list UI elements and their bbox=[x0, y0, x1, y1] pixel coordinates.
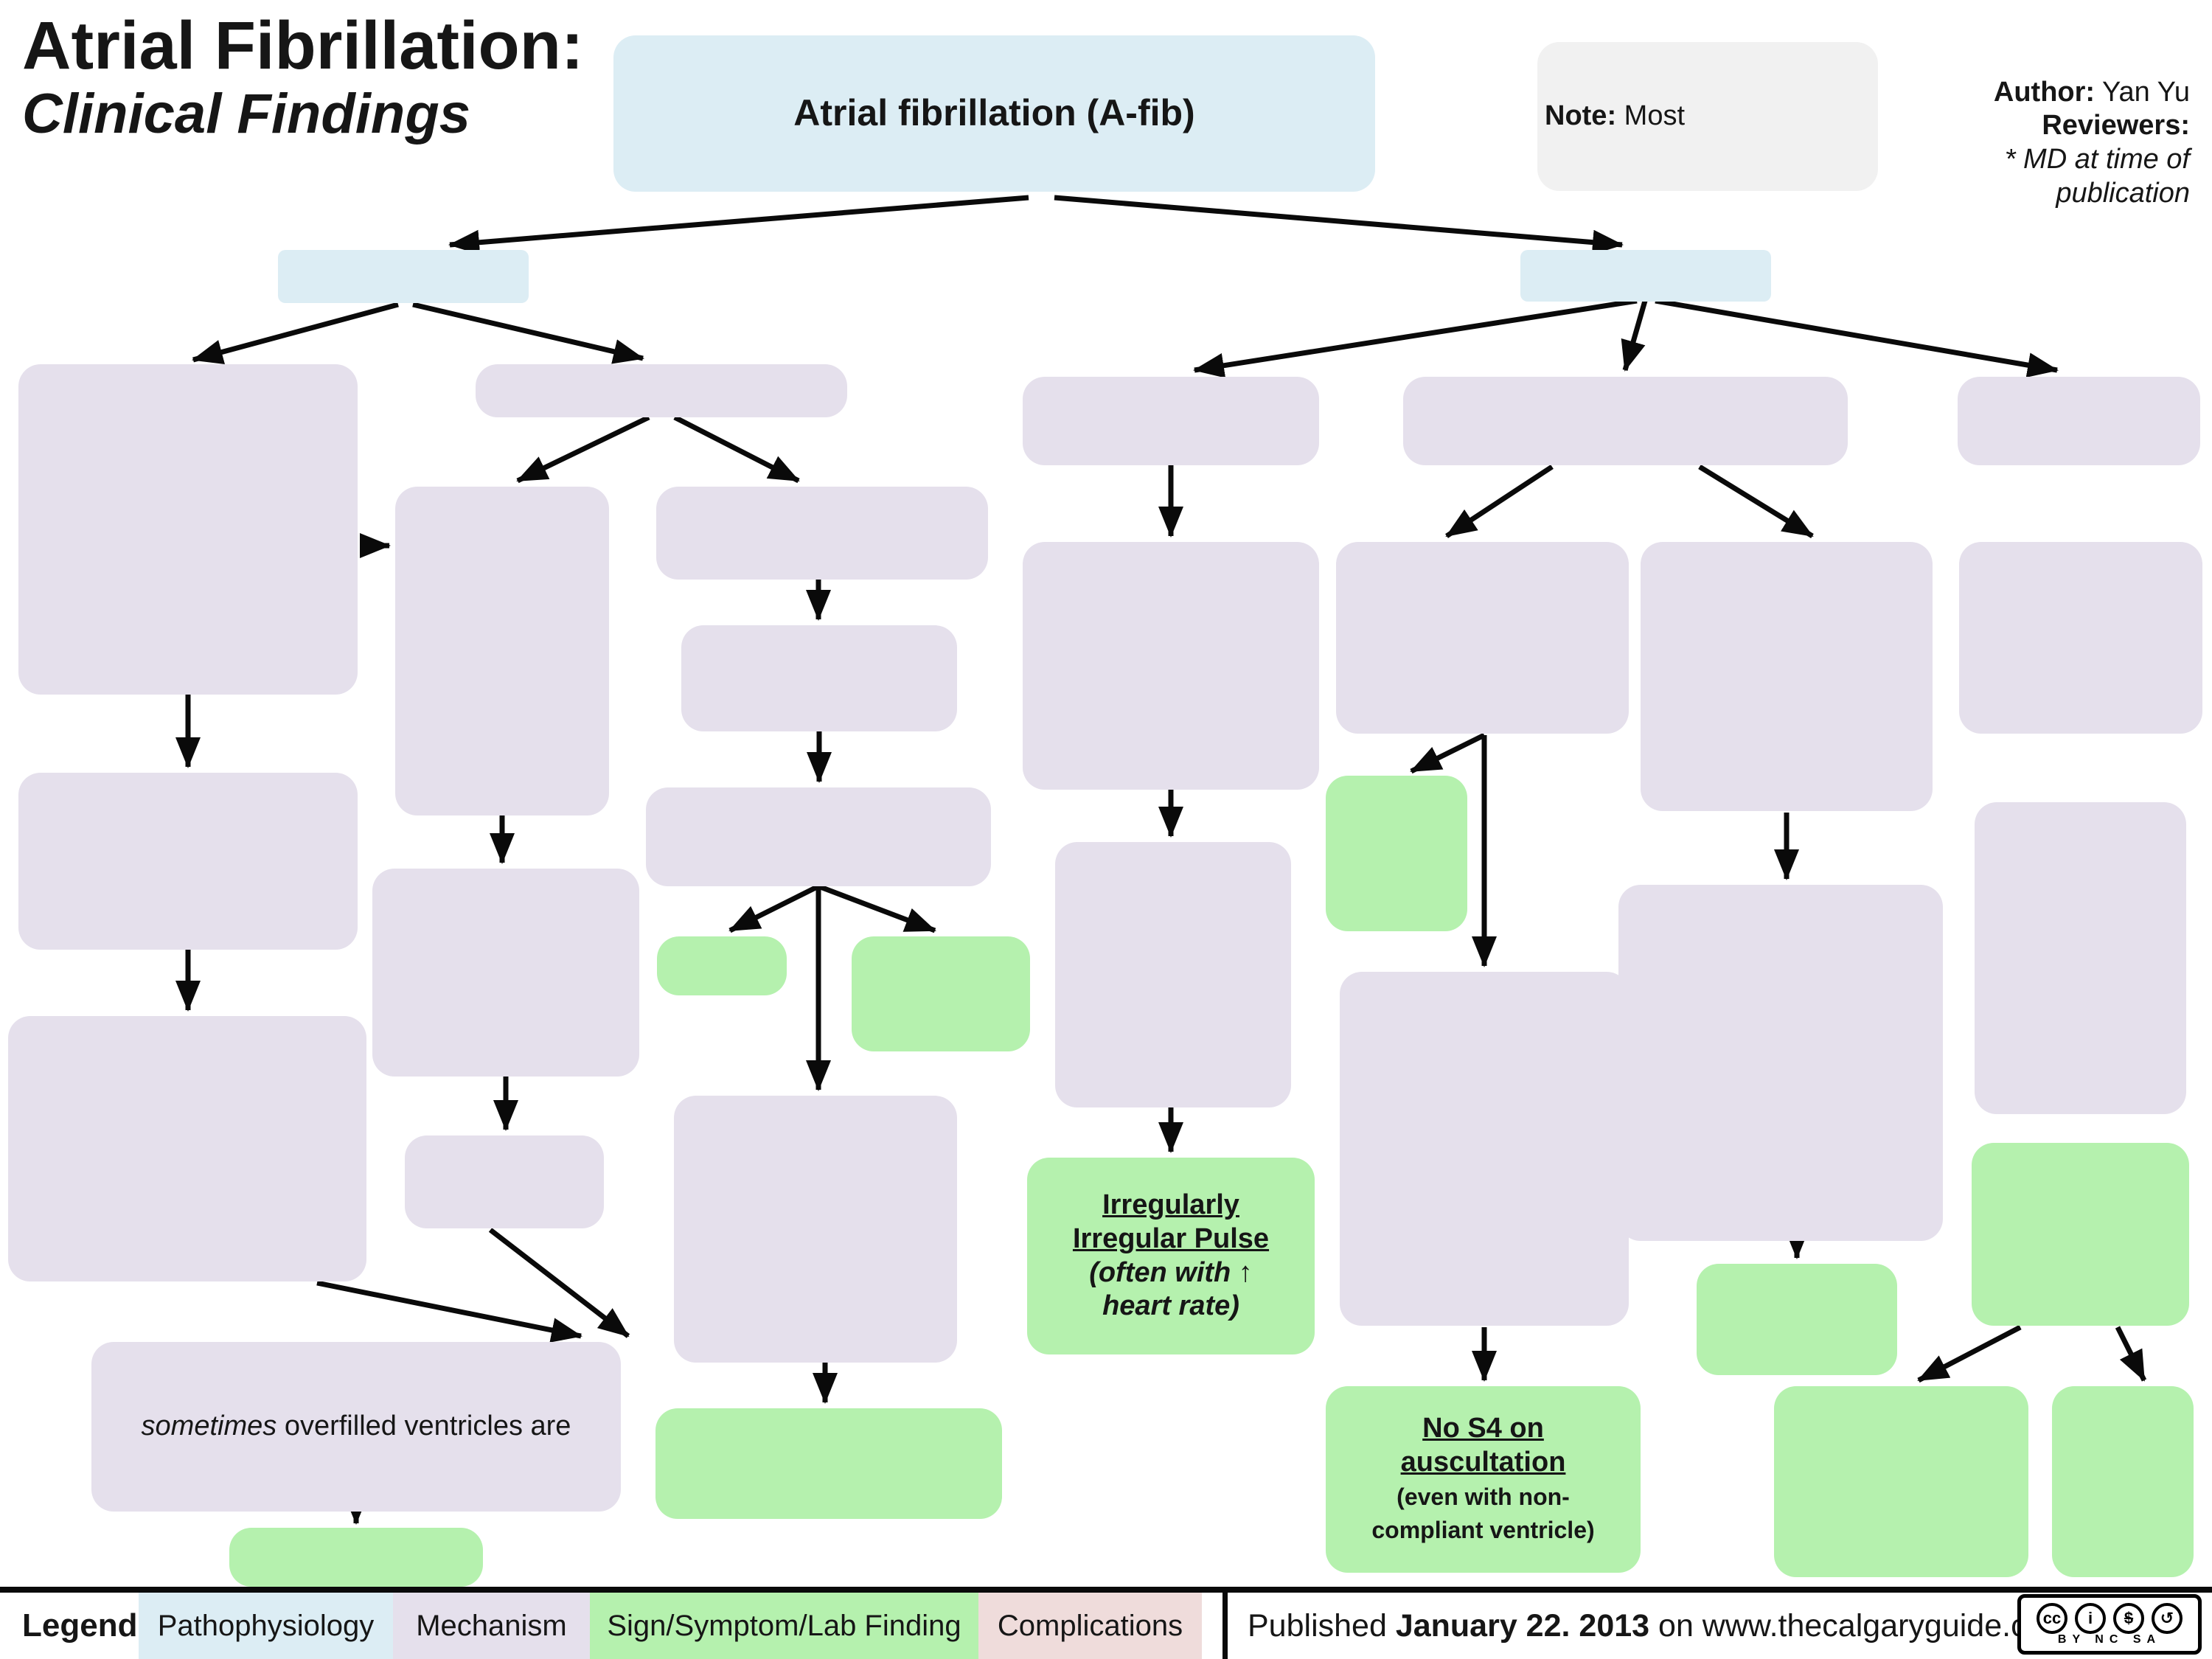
node-more-forceful: sometimes overfilled ventricles are bbox=[91, 1342, 621, 1512]
node-even-with-noncompliant bbox=[1340, 972, 1629, 1326]
node-physical-header bbox=[1520, 250, 1771, 302]
node-next-ventricular bbox=[18, 773, 358, 950]
page-title: Atrial Fibrillation: Clinical Findings bbox=[22, 10, 584, 146]
cc-icon-3: ↺ bbox=[2152, 1603, 2183, 1634]
node-abnormal-signals bbox=[18, 364, 358, 695]
node-after-abnormal bbox=[1641, 542, 1933, 811]
node-force-of-contraction bbox=[405, 1135, 604, 1228]
cc-icon-0: cc bbox=[2037, 1603, 2067, 1634]
node-irregular-stimulation bbox=[1055, 842, 1291, 1107]
node-presyncope bbox=[852, 936, 1030, 1051]
node-more-residual bbox=[8, 1016, 366, 1281]
node-afib-definition: Atrial fibrillation (A-fib) bbox=[613, 35, 1375, 192]
node-subsequent-contractions bbox=[1618, 885, 1943, 1241]
node-no-a-waves bbox=[1326, 776, 1467, 931]
node-perfusion bbox=[646, 787, 991, 886]
node-irregular-relay bbox=[1023, 542, 1319, 790]
node-variable-s1 bbox=[1697, 1264, 1897, 1375]
cc-by-nc-sa-label: BY NC SA bbox=[2057, 1633, 2162, 1646]
node-hypoxia bbox=[674, 1096, 957, 1363]
node-dyspnea bbox=[655, 1408, 1002, 1519]
node-fatigue bbox=[657, 936, 787, 995]
cc-icon-1: i bbox=[2075, 1603, 2106, 1634]
page-title-line1: Atrial Fibrillation: bbox=[22, 8, 584, 83]
node-cytosolic-ca bbox=[372, 869, 639, 1077]
legend-item-complications: Complications bbox=[978, 1593, 1202, 1659]
legend-separator bbox=[0, 1587, 2212, 1593]
legend-label: Legend: bbox=[22, 1607, 149, 1644]
legend-divider bbox=[1222, 1593, 1228, 1659]
page-title-line2: Clinical Findings bbox=[22, 82, 471, 145]
node-blowing-murmur bbox=[1972, 1143, 2189, 1326]
node-time-to-clear-ca bbox=[395, 487, 609, 815]
legend-item-sign-symptom-lab-finding: Sign/Symptom/Lab Finding bbox=[590, 1593, 978, 1659]
node-blood-regurgitates bbox=[1975, 802, 2186, 1114]
node-if-heart-rate bbox=[476, 364, 847, 417]
node-note: Note: Most bbox=[1537, 42, 1878, 191]
node-uncoordinated bbox=[1403, 377, 1848, 465]
node-leaflets-coapt bbox=[1959, 542, 2202, 734]
node-l-lower-sternal bbox=[1774, 1386, 2028, 1577]
node-av-annular-dilation bbox=[1958, 377, 2200, 465]
legend-item-mechanism: Mechanism bbox=[393, 1593, 590, 1659]
node-history-header bbox=[278, 250, 529, 303]
node-diastolic-filling bbox=[656, 487, 988, 580]
node-palpitations bbox=[229, 1528, 483, 1587]
node-preload bbox=[681, 625, 957, 731]
cc-icon-2: $ bbox=[2113, 1603, 2144, 1634]
node-no-atrial-kick bbox=[1336, 542, 1629, 734]
legend-item-pathophysiology: Pathophysiology bbox=[139, 1593, 393, 1659]
node-disorganized-circuits bbox=[1023, 377, 1319, 465]
published-text: Published January 22. 2013 on www.thecal… bbox=[1248, 1608, 2071, 1644]
node-apex-mitral bbox=[2052, 1386, 2194, 1577]
